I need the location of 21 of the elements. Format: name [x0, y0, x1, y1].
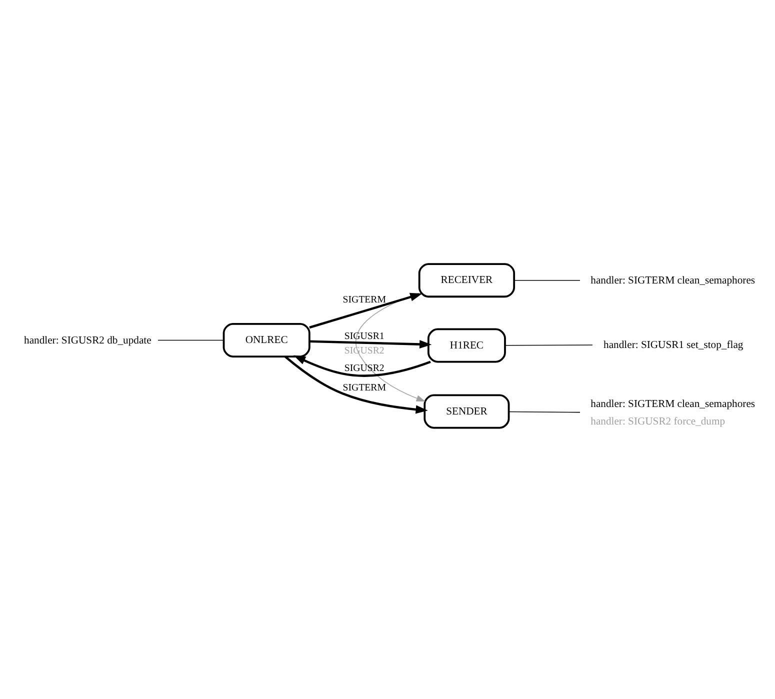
connector: [514, 280, 580, 281]
node-box: RECEIVER: [418, 263, 516, 298]
arrow: [309, 292, 422, 329]
edge-label: SIGTERM: [342, 294, 386, 306]
node-box: SENDER: [424, 394, 510, 429]
connector: [504, 344, 593, 346]
connector: [158, 340, 224, 341]
node-text: handler: SIGUSR1 set_stop_flag: [604, 340, 744, 351]
node-box: H1REC: [427, 328, 506, 363]
edge-label: SIGTERM: [342, 382, 386, 394]
arrow: [284, 356, 428, 414]
node-text: handler: SIGTERM clean_semaphores: [590, 276, 756, 287]
node-text: handler: SIGTERM clean_semaphores handler: SIGUSR2 force_dump: [590, 399, 756, 428]
arrow: [293, 355, 431, 377]
connector: [508, 411, 580, 413]
edge-label: SIGUSR2: [344, 362, 384, 374]
node-box: ONLREC: [222, 322, 310, 358]
edge-label: SIGUSR1: [344, 331, 384, 342]
arrow: [355, 292, 426, 402]
node-text: handler: SIGUSR2 db_update: [24, 335, 152, 346]
arrow: [309, 340, 432, 349]
